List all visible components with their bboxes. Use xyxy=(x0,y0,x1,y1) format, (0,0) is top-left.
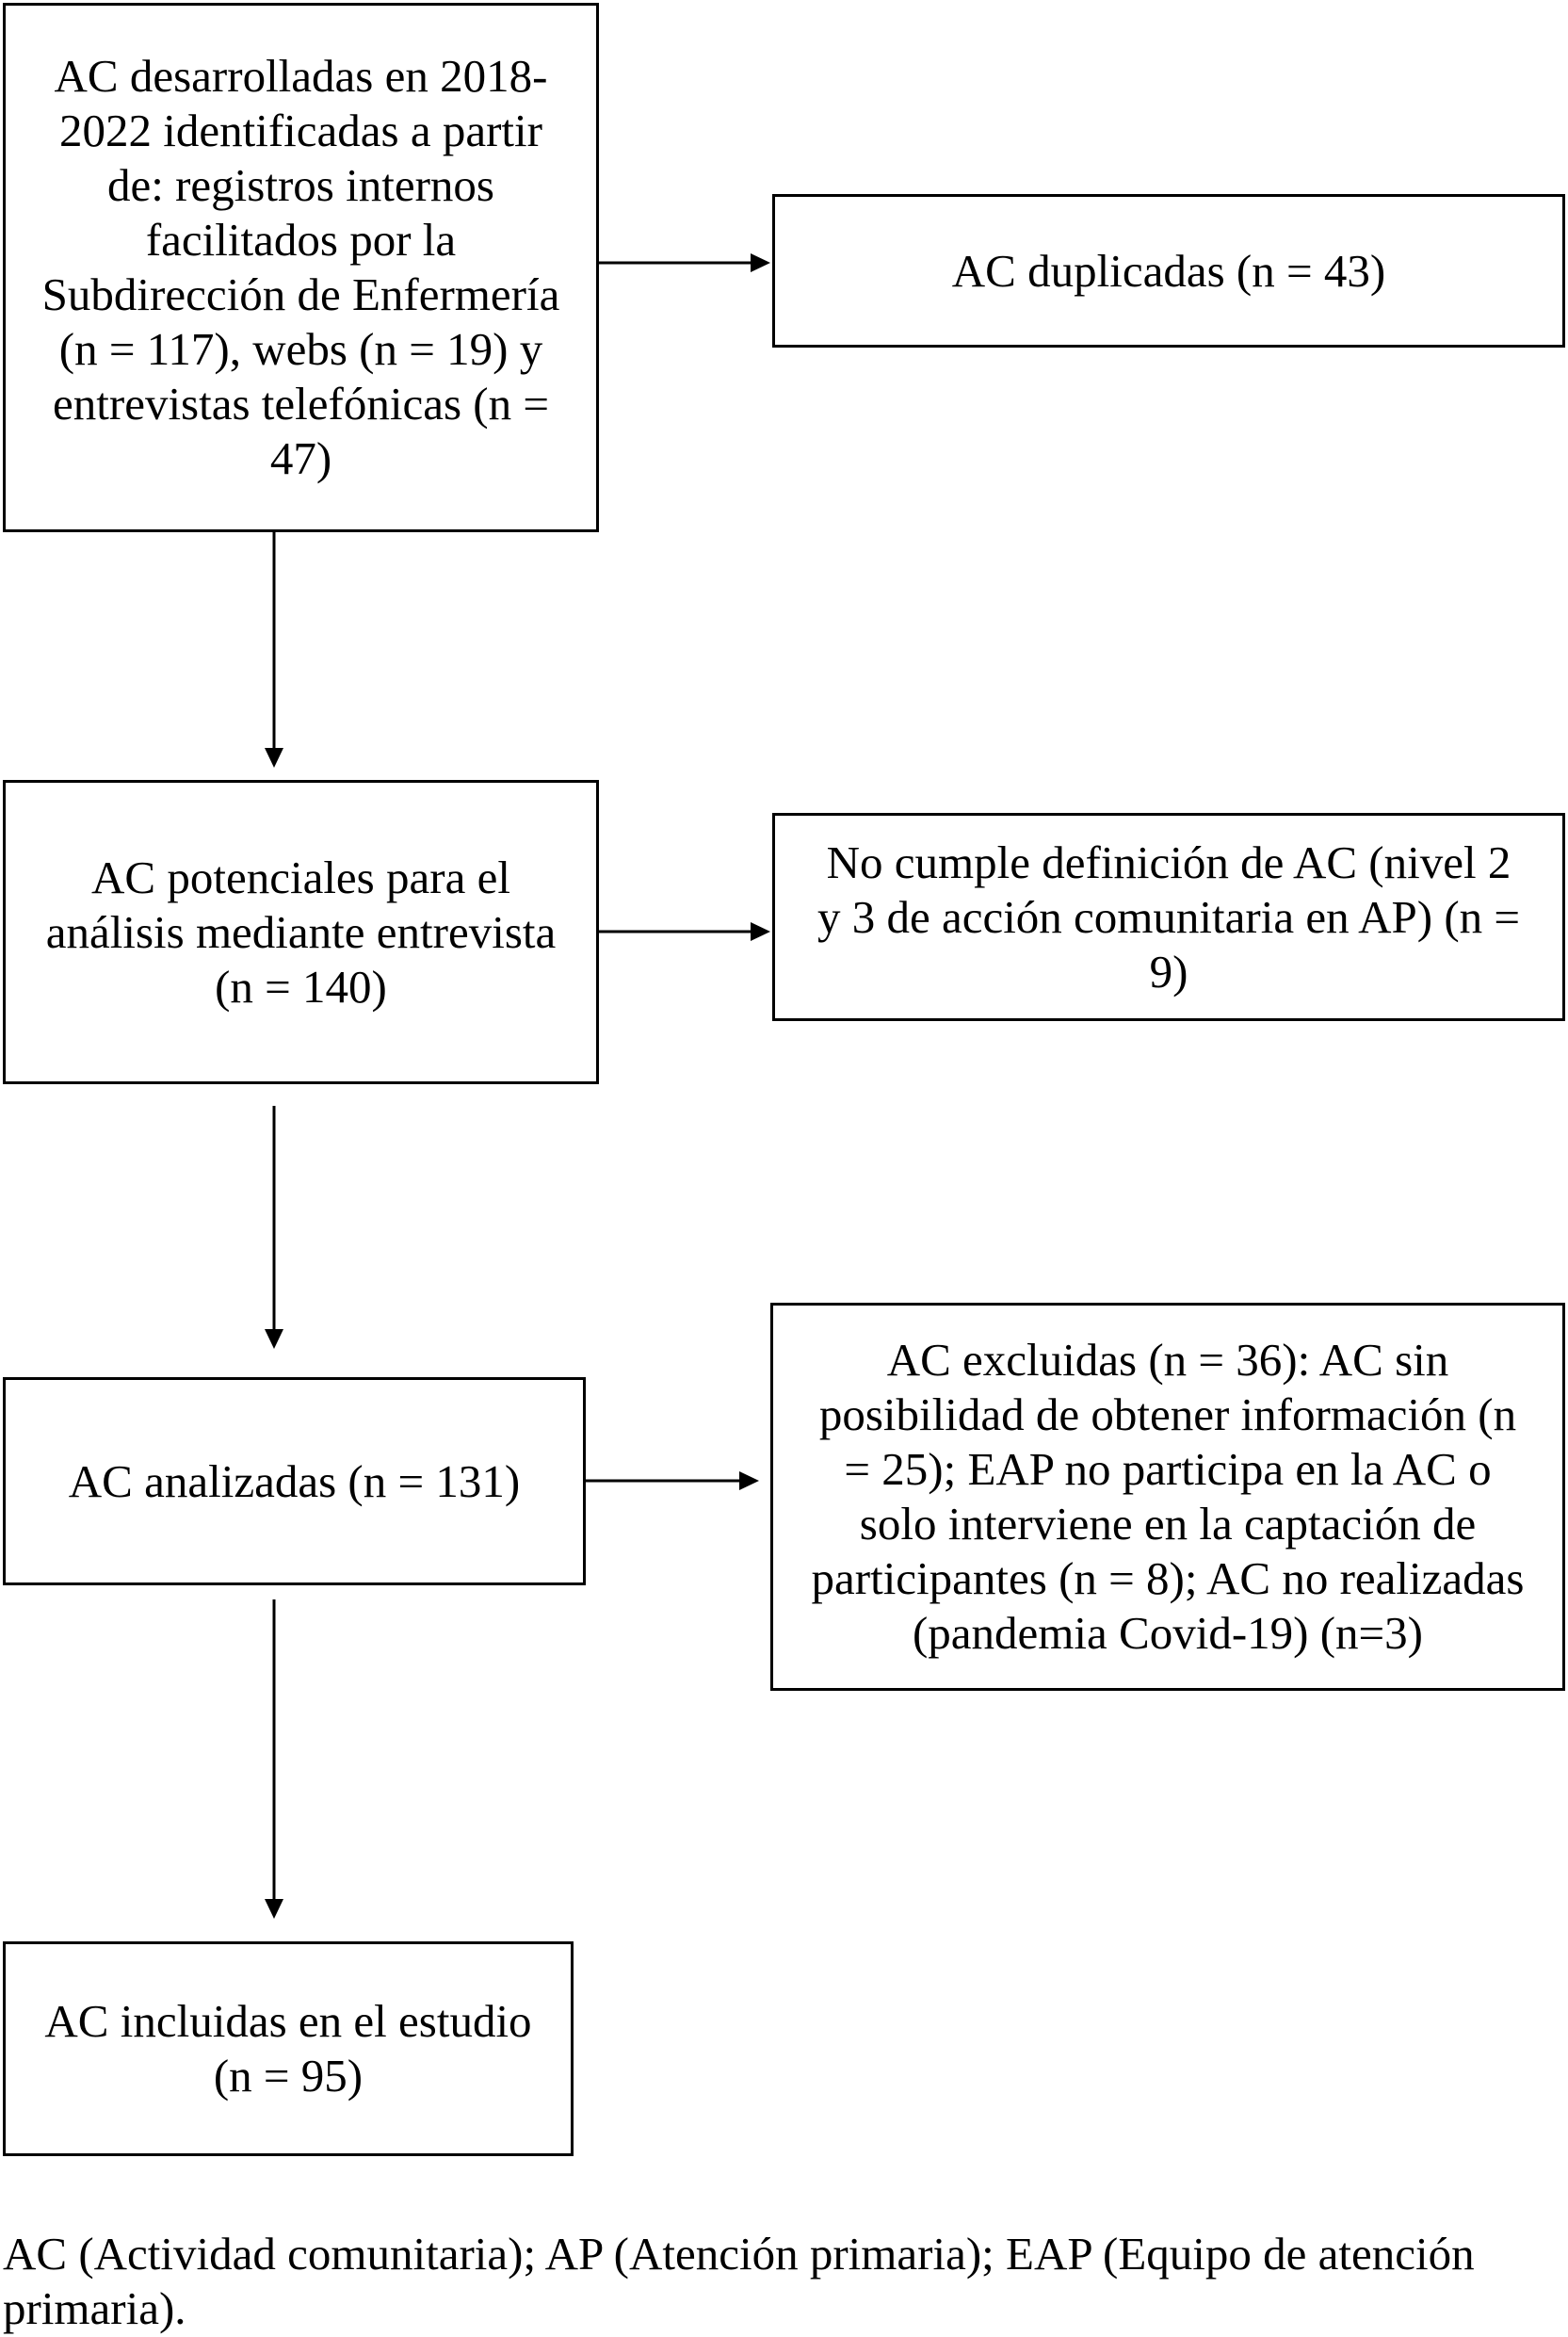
included-activities-text: AC incluidas en el estudio (n = 95) xyxy=(44,1995,532,2102)
box-identified-activities: AC desarrolladas en 2018- 2022 identific… xyxy=(3,3,599,532)
arrow-identified-to-potential xyxy=(265,532,283,768)
duplicates-text: AC duplicadas (n = 43) xyxy=(951,244,1386,297)
arrow-potential-to-analyzed xyxy=(265,1106,283,1349)
not-meeting-definition-text: No cumple definición de AC (nivel 2 y 3 … xyxy=(816,836,1521,998)
abbreviations-footnote: AC (Actividad comunitaria); AP (Atención… xyxy=(3,2228,1475,2334)
box-not-meeting-definition: No cumple definición de AC (nivel 2 y 3 … xyxy=(772,813,1565,1021)
arrow-potential-to-not-meeting xyxy=(599,922,770,941)
box-analyzed-activities: AC analizadas (n = 131) xyxy=(3,1377,586,1585)
identified-activities-text: AC desarrolladas en 2018- 2022 identific… xyxy=(41,50,560,484)
arrow-identified-to-duplicates xyxy=(599,253,770,272)
box-potential-activities: AC potenciales para el análisis mediante… xyxy=(3,780,599,1084)
potential-activities-text: AC potenciales para el análisis mediante… xyxy=(45,851,557,1013)
box-duplicates: AC duplicadas (n = 43) xyxy=(772,194,1565,348)
analyzed-activities-text: AC analizadas (n = 131) xyxy=(68,1454,521,1507)
box-excluded-activities: AC excluidas (n = 36): AC sin posibilida… xyxy=(770,1303,1565,1691)
arrow-analyzed-to-included xyxy=(265,1599,283,1919)
arrow-analyzed-to-excluded xyxy=(586,1471,759,1490)
excluded-activities-text: AC excluidas (n = 36): AC sin posibilida… xyxy=(811,1334,1525,1659)
box-included-activities: AC incluidas en el estudio (n = 95) xyxy=(3,1941,574,2156)
